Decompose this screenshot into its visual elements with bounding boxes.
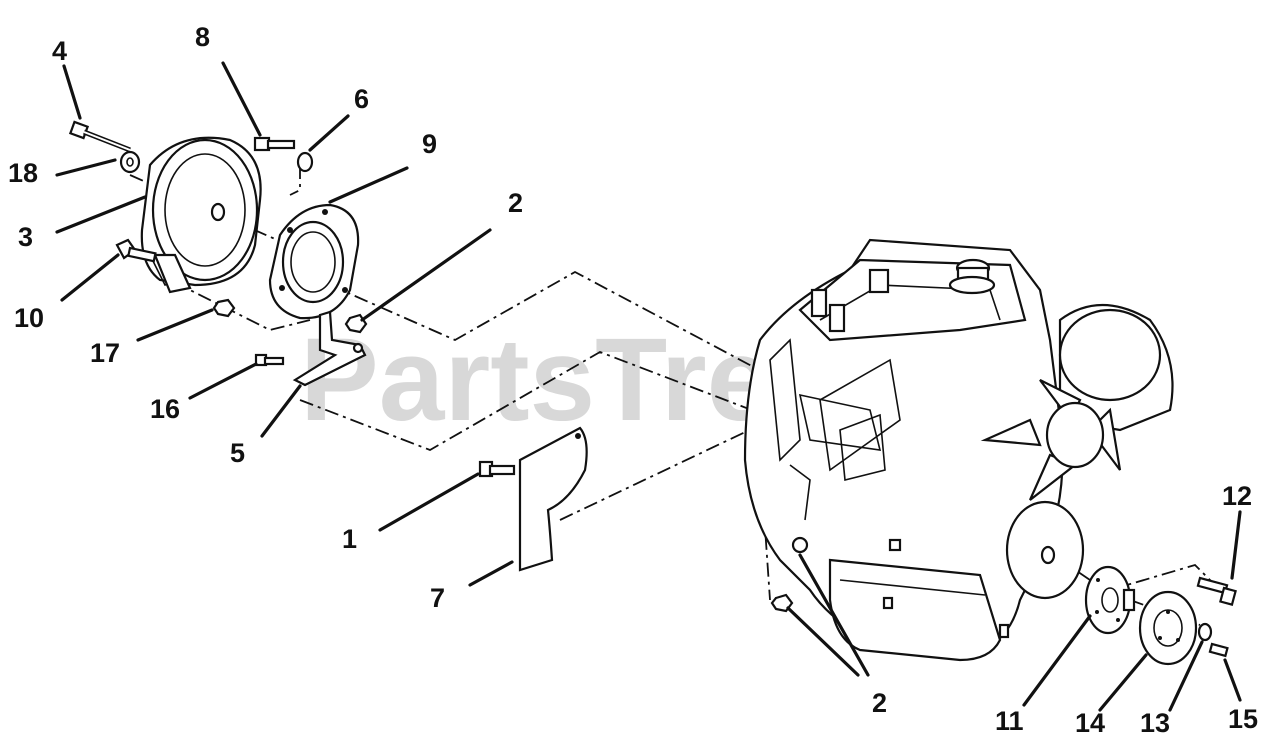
callout-labels: 4 8 6 9 18 3 2 10 17 16 5 1 7 2 12 11 14… <box>8 22 1258 738</box>
bolt-16 <box>254 353 285 367</box>
callout-7: 7 <box>430 583 445 613</box>
bolt-10 <box>115 238 157 263</box>
callout-1: 1 <box>342 524 357 554</box>
bolt-4 <box>68 120 131 153</box>
callout-9: 9 <box>422 129 437 159</box>
callout-18: 18 <box>8 158 38 188</box>
callout-8: 8 <box>195 22 210 52</box>
callout-15: 15 <box>1228 704 1258 734</box>
pulley-14 <box>1138 590 1198 666</box>
callout-13: 13 <box>1140 708 1170 738</box>
callout-2-upper: 2 <box>508 188 523 218</box>
callout-14: 14 <box>1075 708 1105 738</box>
callout-5: 5 <box>230 438 245 468</box>
callout-12: 12 <box>1222 481 1252 511</box>
leader-lines <box>55 61 1242 712</box>
bolt-8 <box>253 136 296 152</box>
nut-17 <box>212 298 236 318</box>
bolt-1 <box>478 460 516 478</box>
adapter-plate <box>268 203 360 320</box>
clutch-housing <box>140 136 262 294</box>
washer-18 <box>119 150 141 174</box>
callout-2-lower: 2 <box>872 688 887 718</box>
bolt-15 <box>1208 642 1229 658</box>
callout-10: 10 <box>14 303 44 333</box>
callout-16: 16 <box>150 394 180 424</box>
bracket <box>292 310 367 387</box>
shield-plate <box>518 426 588 572</box>
callout-11: 11 <box>995 706 1024 736</box>
callout-3: 3 <box>18 222 33 252</box>
callout-6: 6 <box>354 84 369 114</box>
engine <box>743 238 1174 662</box>
bolt-12 <box>1196 576 1237 606</box>
callout-4: 4 <box>52 36 67 66</box>
washer-6 <box>296 151 314 173</box>
pulley-hub-11 <box>1084 565 1136 635</box>
callout-17: 17 <box>90 338 120 368</box>
washer-13 <box>1197 622 1213 642</box>
